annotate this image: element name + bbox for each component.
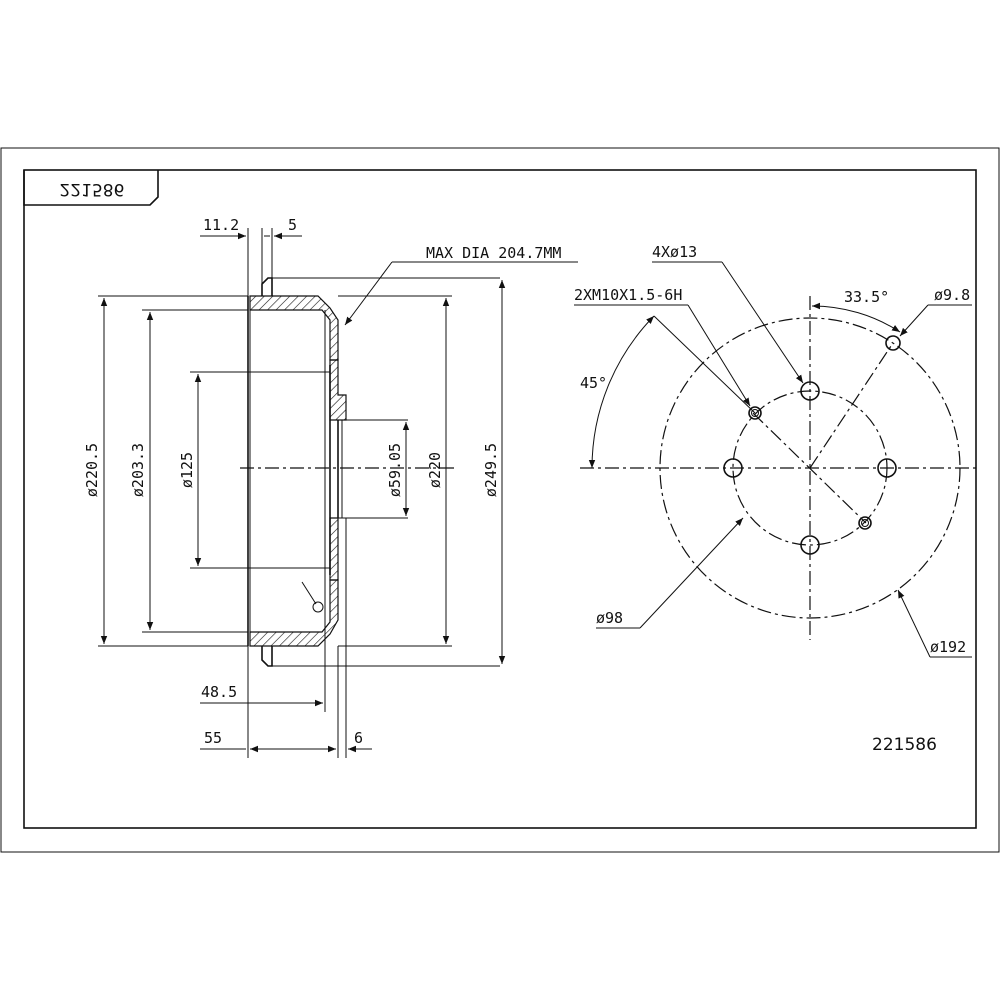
max-dia-callout: MAX DIA 204.7MM	[344, 244, 578, 326]
thread-hole-upper	[748, 406, 762, 420]
callout-9-8: ø9.8	[899, 286, 972, 337]
drawing-border	[23, 169, 977, 829]
dim-249-5: ø249.5	[482, 280, 506, 664]
dim-outer-220-5: ø220.5	[83, 295, 248, 647]
svg-text:6: 6	[354, 729, 363, 747]
callout-pcd-98: ø98	[596, 517, 744, 629]
svg-text:ø98: ø98	[596, 609, 623, 627]
svg-text:MAX DIA 204.7MM: MAX DIA 204.7MM	[426, 244, 561, 262]
dim-bore-203-3: ø203.3	[129, 309, 248, 633]
svg-text:55: 55	[204, 729, 222, 747]
lower-wall-section	[249, 579, 339, 647]
svg-text:45°: 45°	[580, 374, 607, 392]
svg-text:ø220.5: ø220.5	[83, 443, 101, 497]
svg-text:ø249.5: ø249.5	[482, 443, 500, 497]
bolt-hole-left	[723, 458, 743, 478]
pcd-circle-192	[659, 317, 961, 619]
svg-text:ø125: ø125	[178, 452, 196, 488]
dim-flange-top: 11.2 5	[200, 216, 302, 296]
callout-pcd-192: ø192	[897, 589, 972, 658]
dim-hub-125: ø125	[178, 371, 330, 569]
bolt-hole-top	[800, 381, 820, 401]
part-number: 221586	[872, 735, 937, 755]
title-block: 221586	[23, 170, 159, 206]
bolt-hole-bottom	[800, 535, 820, 555]
svg-text:11.2: 11.2	[203, 216, 239, 234]
face-plate-lower	[329, 517, 339, 581]
svg-text:ø203.3: ø203.3	[129, 443, 147, 497]
svg-text:ø9.8: ø9.8	[934, 286, 970, 304]
bolt-hole-right	[877, 458, 897, 478]
thread-hole-lower	[858, 516, 872, 530]
angle-45: 45°	[580, 315, 756, 469]
svg-text:33.5°: 33.5°	[844, 288, 889, 306]
dim-center-59-05: ø59.05	[386, 422, 410, 516]
svg-text:48.5: 48.5	[201, 683, 237, 701]
dim-depth-55: 55 6	[200, 518, 372, 758]
side-section-view: ø220.5 ø203.3 ø125 ø59.05 ø220 ø249.5	[83, 216, 578, 758]
mirrored-part-number: 221586	[60, 179, 125, 199]
outer-frame	[0, 147, 1000, 853]
dim-depth-48-5: 48.5	[200, 632, 326, 712]
pcd-circle-98	[732, 390, 888, 546]
svg-text:ø220: ø220	[426, 452, 444, 488]
svg-text:4Xø13: 4Xø13	[652, 243, 697, 261]
callout-thread: 2XM10X1.5-6H	[574, 286, 751, 407]
svg-text:2XM10X1.5-6H: 2XM10X1.5-6H	[574, 286, 682, 304]
angle-33-5: 33.5°	[811, 288, 901, 333]
face-plate-upper	[329, 359, 347, 421]
svg-text:5: 5	[288, 216, 297, 234]
front-view: 4Xø13 2XM10X1.5-6H 45° 33.5° ø9.8	[574, 243, 976, 658]
svg-text:ø192: ø192	[930, 638, 966, 656]
svg-text:ø59.05: ø59.05	[386, 443, 404, 497]
dim-220: ø220	[338, 295, 452, 647]
callout-4x13: 4Xø13	[652, 243, 804, 384]
small-hole-9-8	[885, 335, 901, 351]
